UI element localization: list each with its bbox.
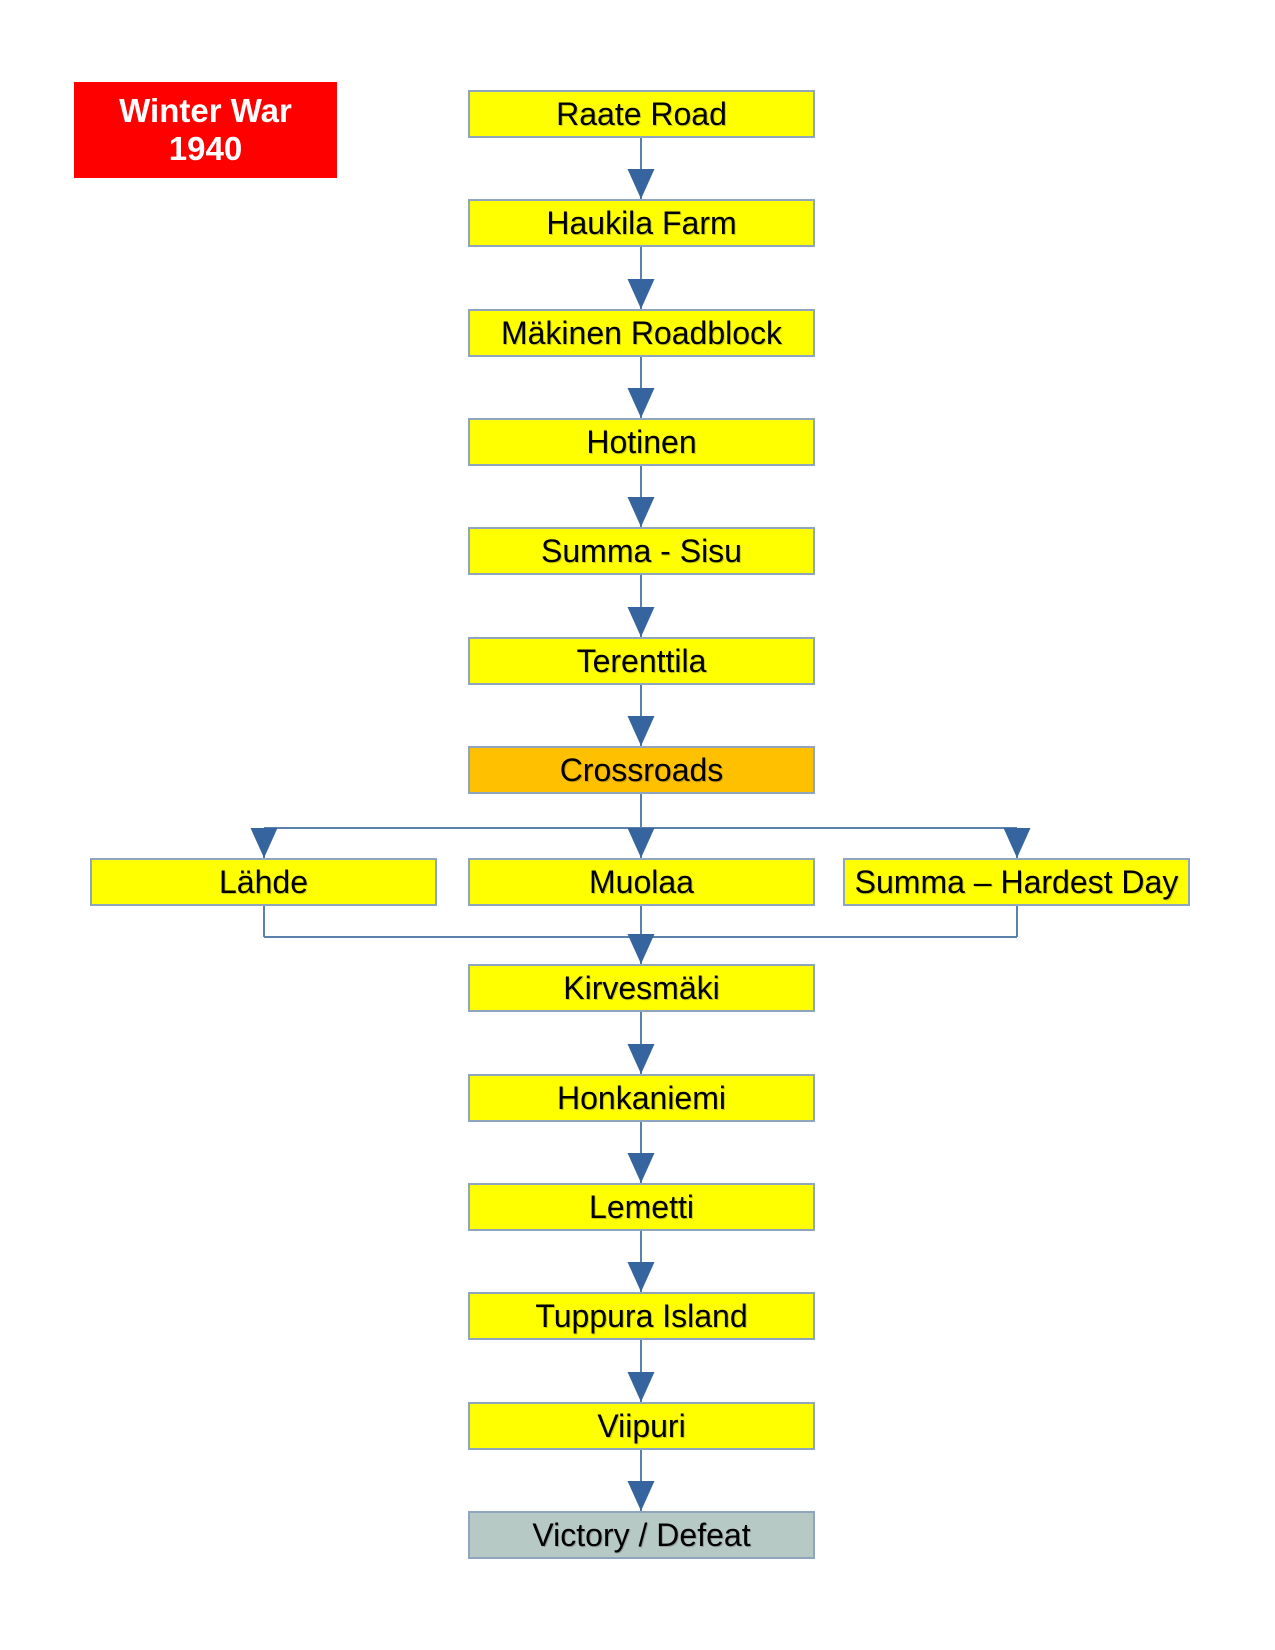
node-terenttila: Terenttila (468, 637, 815, 685)
node-crossroads: Crossroads (468, 746, 815, 794)
node-honkaniemi: Honkaniemi (468, 1074, 815, 1122)
node-muolaa: Muolaa (468, 858, 815, 906)
node-lahde: Lähde (90, 858, 437, 906)
campaign-title-line1: Winter War (119, 92, 292, 129)
node-haukila-farm: Haukila Farm (468, 199, 815, 247)
split-crossroads-branches (250, 794, 1031, 858)
campaign-title: Winter War 1940 (74, 82, 337, 178)
merge-branches-kirvesmaki (263, 906, 1018, 964)
node-summa-hardest-day: Summa – Hardest Day (843, 858, 1190, 906)
node-tuppura-island: Tuppura Island (468, 1292, 815, 1340)
node-hotinen: Hotinen (468, 418, 815, 466)
node-summa-sisu: Summa - Sisu (468, 527, 815, 575)
node-viipuri: Viipuri (468, 1402, 815, 1450)
node-kirvesmaki: Kirvesmäki (468, 964, 815, 1012)
node-victory-defeat: Victory / Defeat (468, 1511, 815, 1559)
node-makinen-roadblock: Mäkinen Roadblock (468, 309, 815, 357)
campaign-title-line2: 1940 (168, 130, 243, 167)
node-lemetti: Lemetti (468, 1183, 815, 1231)
node-raate-road: Raate Road (468, 90, 815, 138)
